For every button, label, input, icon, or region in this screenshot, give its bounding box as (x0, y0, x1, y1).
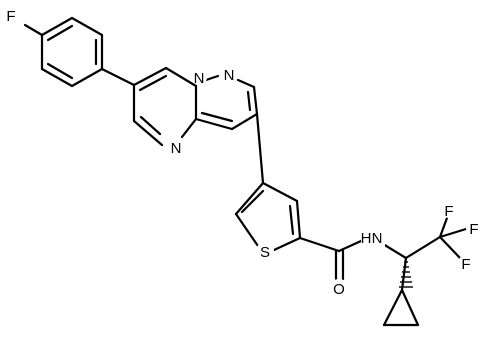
atom-label-n: N (171, 140, 182, 157)
bond (46, 24, 74, 42)
atom-cf3-f-bottom: F (458, 255, 474, 273)
bond (230, 112, 259, 131)
bond (438, 227, 468, 239)
atom-thiophene-s: S (256, 242, 274, 261)
atom-amide-o: O (330, 279, 348, 298)
bond (400, 256, 408, 292)
bond (180, 117, 198, 139)
bond (295, 199, 302, 240)
bond (404, 235, 442, 260)
bond (234, 212, 260, 248)
bond (382, 288, 404, 327)
atom-label-o: O (333, 281, 345, 298)
bond (272, 236, 302, 252)
bond (204, 74, 220, 82)
bond (255, 112, 265, 185)
atom-pyrimidine-n: N (168, 139, 184, 157)
atom-label-f: F (469, 221, 478, 238)
hashed-wedge-bond (399, 261, 413, 288)
bond (132, 66, 168, 87)
atom-label-f: F (461, 256, 470, 273)
bond (23, 23, 44, 37)
bond (132, 119, 164, 147)
atom-label-n: H (361, 230, 372, 247)
bond (46, 62, 74, 80)
bond (234, 181, 265, 216)
atom-pyrazole-n1: N (191, 69, 207, 87)
atom-amide-nh: H N (361, 229, 385, 247)
bond (200, 111, 234, 123)
bond (246, 90, 252, 112)
atom-label-f: F (6, 8, 15, 25)
atom-label-s: S (260, 244, 270, 261)
bond (70, 16, 104, 37)
bond (337, 239, 363, 253)
atom-label-n: N (224, 67, 235, 84)
bond (298, 236, 341, 253)
bond (438, 216, 449, 239)
bond (261, 181, 299, 203)
bond (100, 67, 136, 87)
bond (138, 74, 168, 92)
atom-label-n: N (194, 70, 205, 87)
bond (40, 67, 74, 88)
bond (288, 204, 295, 236)
bond (438, 235, 462, 260)
bond (240, 189, 265, 214)
bond (381, 242, 408, 260)
atom-pyrazole-n2: N (221, 66, 237, 84)
bonds (23, 16, 468, 327)
bond (252, 85, 259, 116)
bond (194, 117, 234, 131)
bond (236, 78, 256, 89)
bond (400, 288, 420, 327)
atom-cf3-f-right: F (466, 220, 482, 238)
atom-fluoro-aryl: F (3, 8, 19, 25)
atom-label-f: F (444, 203, 453, 220)
bond (164, 66, 198, 88)
atom-cf3-f-top: F (441, 202, 457, 220)
atom-labels: F N N N S H N O F (3, 8, 482, 298)
bond (40, 16, 74, 37)
bond (139, 115, 162, 136)
atom-label-n: N (372, 230, 383, 247)
bond (70, 67, 104, 88)
